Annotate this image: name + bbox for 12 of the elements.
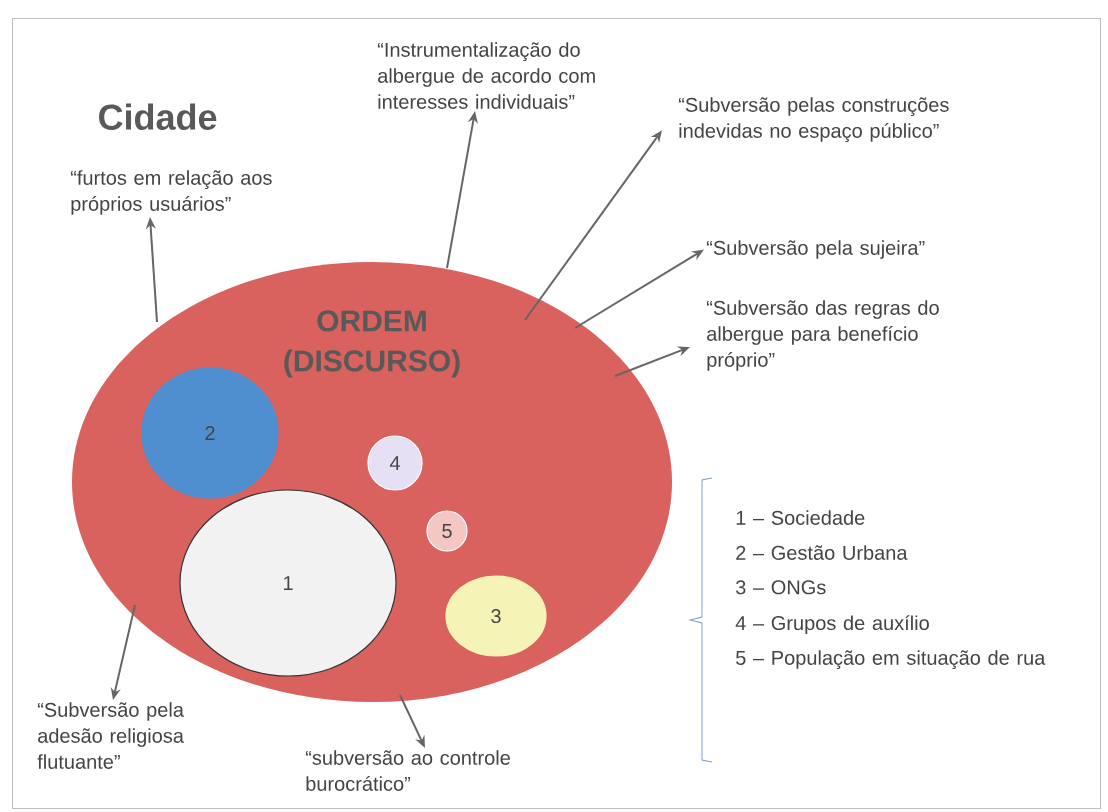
quote-text: “Subversão pela adesão religiosa flutuante”	[37, 702, 184, 769]
quote-text: “subversão ao controle burocrático”	[305, 750, 510, 791]
legend-item: 4 – Grupos de auxílio	[735, 615, 929, 635]
legend-item: 2 – Gestão Urbana	[736, 545, 908, 560]
legend-item: 3 – ONGs	[736, 580, 826, 595]
quote-text: “Instrumentalização do albergue de acordo com interesses individuais”	[377, 42, 595, 109]
legend-item: 5 – População em situação de rua	[736, 650, 1046, 669]
quote-text: “Subversão pela sujeira”	[706, 240, 925, 259]
quote-text: “furtos em relação aos próprios usuários”	[70, 170, 272, 215]
quote-text: “Subversão pelas construções indevidas no espaço público”	[678, 97, 949, 142]
quote-text: “Subversão das regras do albergue para benefício próprio”	[706, 300, 939, 371]
legend-item: 1 – Sociedade	[736, 510, 865, 525]
